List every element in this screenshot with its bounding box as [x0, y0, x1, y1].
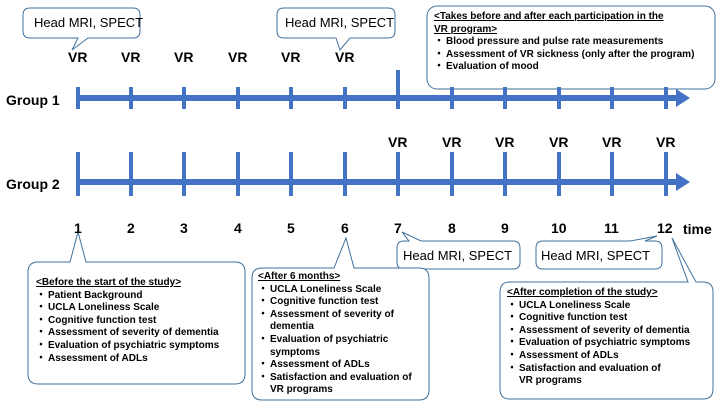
each-participation-item: Assessment of VR sickness (only after th…: [434, 49, 694, 62]
after-completion-box: <After completion of the study> UCLA Lon…: [507, 287, 690, 388]
group2-vr-session-12: VR: [656, 134, 676, 150]
each-participation-list: Blood pressure and pulse rate measuremen…: [434, 36, 694, 74]
callout-top-mid-text: Head MRI, SPECT: [285, 15, 395, 30]
each-participation-box: <Takes before and after each participati…: [434, 11, 694, 74]
before-start-item: Patient Background: [36, 290, 219, 303]
after-completion-item: Assessment of ADLs: [507, 350, 690, 363]
group1-vr-session-3: VR: [174, 49, 194, 65]
time-tick-12: 12: [657, 220, 673, 236]
callout-at7-shape: [396, 231, 521, 270]
each-participation-title-line2: VR program>: [434, 23, 498, 35]
group2-timeline: [76, 152, 690, 196]
time-tick-4: 4: [234, 220, 242, 236]
group1-vr-session-6: VR: [335, 49, 355, 65]
time-tick-3: 3: [180, 220, 188, 236]
time-tick-7: 7: [394, 220, 402, 236]
after-completion-item: Cognitive function test: [507, 312, 690, 325]
time-tick-11: 11: [604, 220, 619, 236]
after-6-months-title: <After 6 months>: [258, 271, 341, 282]
after-6-months-item: Cognitive function test: [258, 296, 412, 309]
after-6-months-list: UCLA Loneliness Scale Cognitive function…: [258, 284, 412, 397]
time-tick-6: 6: [341, 220, 349, 236]
before-start-item: Cognitive function test: [36, 315, 219, 328]
group1-timeline: [76, 70, 690, 109]
group2-vr-session-10: VR: [549, 134, 569, 150]
each-participation-item: Evaluation of mood: [434, 61, 694, 74]
callout-top-left-text: Head MRI, SPECT: [34, 15, 144, 30]
time-axis-unit: time: [683, 221, 712, 237]
after-6-months-item: Assessment of ADLs: [258, 359, 412, 372]
group2-vr-session-11: VR: [602, 134, 622, 150]
after-completion-list: UCLA Loneliness Scale Cognitive function…: [507, 300, 690, 388]
callout-at12-text: Head MRI, SPECT: [541, 248, 651, 263]
after-6-months-item: UCLA Loneliness Scale: [258, 284, 412, 297]
after-6-months-box: <After 6 months> UCLA Loneliness Scale C…: [258, 271, 412, 397]
group2-vr-session-7: VR: [388, 134, 408, 150]
group1-vr-session-4: VR: [228, 49, 248, 65]
time-tick-5: 5: [287, 220, 295, 236]
group2-vr-session-8: VR: [442, 134, 462, 150]
before-start-box: <Before the start of the study> Patient …: [36, 277, 219, 365]
time-tick-9: 9: [501, 220, 509, 236]
after-completion-item: Evaluation of psychiatric symptoms: [507, 337, 690, 350]
each-participation-title-line1: <Takes before and after each participati…: [434, 11, 664, 22]
callout-top-mid-shape: [276, 7, 396, 52]
group1-vr-session-1: VR: [68, 49, 88, 65]
time-tick-1: 1: [74, 220, 82, 236]
time-tick-8: 8: [448, 220, 456, 236]
before-start-item: UCLA Loneliness Scale: [36, 302, 219, 315]
group1-label: Group 1: [6, 92, 60, 108]
time-tick-10: 10: [551, 220, 567, 236]
callout-at7-text: Head MRI, SPECT: [403, 248, 513, 263]
before-start-item: Assessment of ADLs: [36, 353, 219, 366]
group2-label: Group 2: [6, 176, 60, 192]
after-completion-item: Assessment of severity of dementia: [507, 325, 690, 338]
before-start-item: Assessment of severity of dementia: [36, 327, 219, 340]
before-start-item: Evaluation of psychiatric symptoms: [36, 340, 219, 353]
callout-top-left-shape: [22, 7, 141, 51]
after-completion-title: <After completion of the study>: [507, 287, 658, 298]
group1-vr-session-2: VR: [121, 49, 141, 65]
before-start-title: <Before the start of the study>: [36, 277, 182, 288]
time-tick-2: 2: [127, 220, 135, 236]
before-start-list: Patient Background UCLA Loneliness Scale…: [36, 290, 219, 366]
each-participation-item: Blood pressure and pulse rate measuremen…: [434, 36, 694, 49]
group1-vr-session-5: VR: [281, 49, 301, 65]
group2-vr-session-9: VR: [495, 134, 515, 150]
callout-at12-shape: [535, 235, 663, 270]
after-completion-item: UCLA Loneliness Scale: [507, 300, 690, 313]
